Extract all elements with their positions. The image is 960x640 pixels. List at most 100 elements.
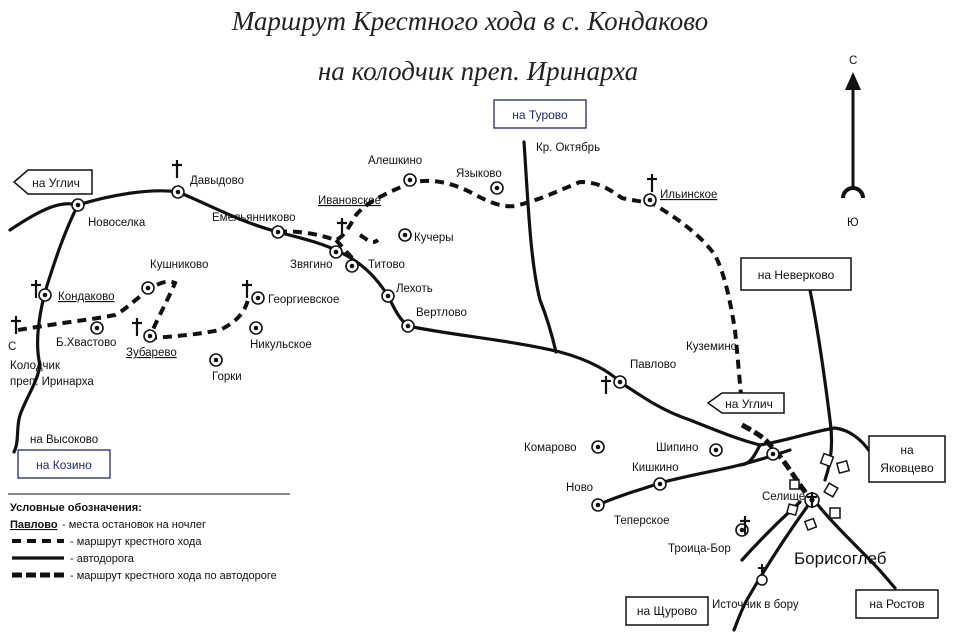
village-marker bbox=[709, 443, 723, 457]
svg-text:на Углич: на Углич bbox=[725, 397, 773, 411]
place-label: Шипино bbox=[656, 442, 698, 454]
village-marker bbox=[71, 198, 85, 212]
compass-south-label: Ю bbox=[847, 217, 859, 229]
village-marker bbox=[251, 291, 265, 305]
church-cross-icon bbox=[647, 174, 657, 192]
village-marker bbox=[381, 289, 395, 303]
compass-north-label: С bbox=[849, 55, 857, 67]
place-label-stop: Ильинское bbox=[660, 189, 717, 201]
box-kozino: на Козино bbox=[17, 449, 111, 479]
place-label: Языково bbox=[456, 168, 502, 180]
place-label: Новоселка bbox=[88, 217, 146, 229]
village-marker bbox=[766, 447, 780, 461]
village-marker bbox=[329, 245, 343, 259]
place-label: Куземино bbox=[686, 341, 737, 353]
box-turovo: на Турово bbox=[493, 99, 587, 129]
place-label: Ново bbox=[566, 482, 593, 494]
place-label-borisogleb: Борисоглеб bbox=[794, 549, 887, 568]
place-label: Вертлово bbox=[416, 307, 467, 319]
place-label: Селище bbox=[762, 491, 805, 503]
village-marker bbox=[735, 523, 749, 537]
church-cross-icon bbox=[740, 516, 750, 534]
map-title-line1: Маршрут Крестного хода в с. Кондаково bbox=[231, 6, 708, 36]
svg-text:на Неверково: на Неверково bbox=[758, 268, 835, 282]
village-marker bbox=[249, 321, 263, 335]
place-label: Павлово bbox=[630, 359, 676, 371]
box-yakovtsevo: на Яковцево bbox=[868, 435, 946, 483]
church-cross-icon bbox=[601, 376, 611, 394]
church-crosses bbox=[11, 160, 817, 534]
place-label: Звягино bbox=[290, 259, 333, 271]
place-label-stop: Кондаково bbox=[58, 291, 114, 303]
church-cross-icon bbox=[11, 316, 21, 334]
village-marker bbox=[209, 353, 223, 367]
place-label-stop: Зубарево bbox=[126, 347, 177, 359]
north-arrow-icon bbox=[845, 72, 861, 90]
place-label: Давыдово bbox=[190, 175, 244, 187]
legend-stop-example: Павлово bbox=[10, 519, 58, 531]
box-uglich-east: на Углич bbox=[706, 392, 785, 414]
church-cross-icon bbox=[172, 160, 182, 178]
roads bbox=[8, 140, 897, 632]
legend-route: - маршрут крестного хода bbox=[70, 536, 202, 548]
church-cross-icon bbox=[31, 280, 41, 298]
legend: Условные обозначения: Павлово - места ос… bbox=[8, 493, 290, 582]
map-title-line2: на колодчик преп. Иринарха bbox=[318, 56, 638, 86]
village-marker bbox=[171, 185, 185, 199]
legend-route-on-road: - маршрут крестного хода по автодороге bbox=[70, 570, 277, 582]
church-cross-icon bbox=[242, 280, 252, 298]
svg-text:на Козино: на Козино bbox=[36, 458, 92, 472]
box-neverkovo: на Неверково bbox=[740, 257, 852, 291]
village-marker bbox=[613, 375, 627, 389]
svg-text:на Углич: на Углич bbox=[32, 176, 80, 190]
place-label: Б.Хвастово bbox=[56, 337, 116, 349]
village-marker bbox=[643, 193, 657, 207]
place-label: Алешкино bbox=[368, 155, 422, 167]
svg-text:на: на bbox=[900, 443, 914, 457]
place-label: Комарово bbox=[524, 442, 577, 454]
procession-route bbox=[17, 178, 815, 504]
village-marker bbox=[591, 498, 605, 512]
direction-boxes: на Турово на Неверково на Углич на Углич… bbox=[12, 99, 946, 626]
church-cross-icon bbox=[807, 492, 817, 508]
village-marker bbox=[653, 477, 667, 491]
village-markers bbox=[38, 173, 820, 537]
village-marker bbox=[398, 228, 412, 242]
church-cross-icon bbox=[132, 318, 142, 336]
legend-header: Условные обозначения: bbox=[10, 502, 142, 514]
village-marker bbox=[401, 319, 415, 333]
svg-text:на Турово: на Турово bbox=[512, 108, 568, 122]
village-marker bbox=[403, 173, 417, 187]
svg-text:на Ростов: на Ростов bbox=[869, 597, 924, 611]
village-marker bbox=[591, 440, 605, 454]
place-label: Титово bbox=[368, 259, 405, 271]
svg-text:Яковцево: Яковцево bbox=[880, 461, 934, 475]
village-marker bbox=[141, 281, 155, 295]
village-marker bbox=[271, 225, 285, 239]
compass: С Ю bbox=[841, 55, 865, 229]
place-label: Кушниково bbox=[150, 259, 208, 271]
place-label: Кучеры bbox=[414, 232, 454, 244]
place-label: Колодчик bbox=[10, 360, 61, 372]
borisogleb-town-blocks bbox=[785, 452, 851, 532]
svg-text:на Щурово: на Щурово bbox=[637, 604, 698, 618]
legend-stop-desc: - места остановок на ночлег bbox=[62, 519, 206, 531]
place-label: Кишкино bbox=[632, 462, 679, 474]
village-marker bbox=[490, 181, 504, 195]
church-cross-icon bbox=[337, 218, 347, 236]
box-shchurovo: на Щурово bbox=[625, 596, 709, 626]
box-rostov: на Ростов bbox=[855, 589, 939, 619]
place-label: Троица-Бор bbox=[668, 543, 731, 555]
box-uglich-west: на Углич bbox=[12, 169, 93, 195]
village-marker bbox=[345, 259, 359, 273]
place-label: на Высоково bbox=[30, 434, 98, 446]
spring-icon bbox=[756, 564, 768, 586]
place-label: Источник в бору bbox=[712, 599, 799, 611]
village-marker bbox=[143, 329, 157, 343]
place-label: Никульское bbox=[250, 339, 312, 351]
place-label: Емельянниково bbox=[212, 212, 296, 224]
place-label: Георгиевское bbox=[268, 294, 339, 306]
place-labels: Давыдово Новоселка Емельянниково Алешкин… bbox=[10, 142, 887, 611]
place-label: Теперское bbox=[614, 515, 670, 527]
